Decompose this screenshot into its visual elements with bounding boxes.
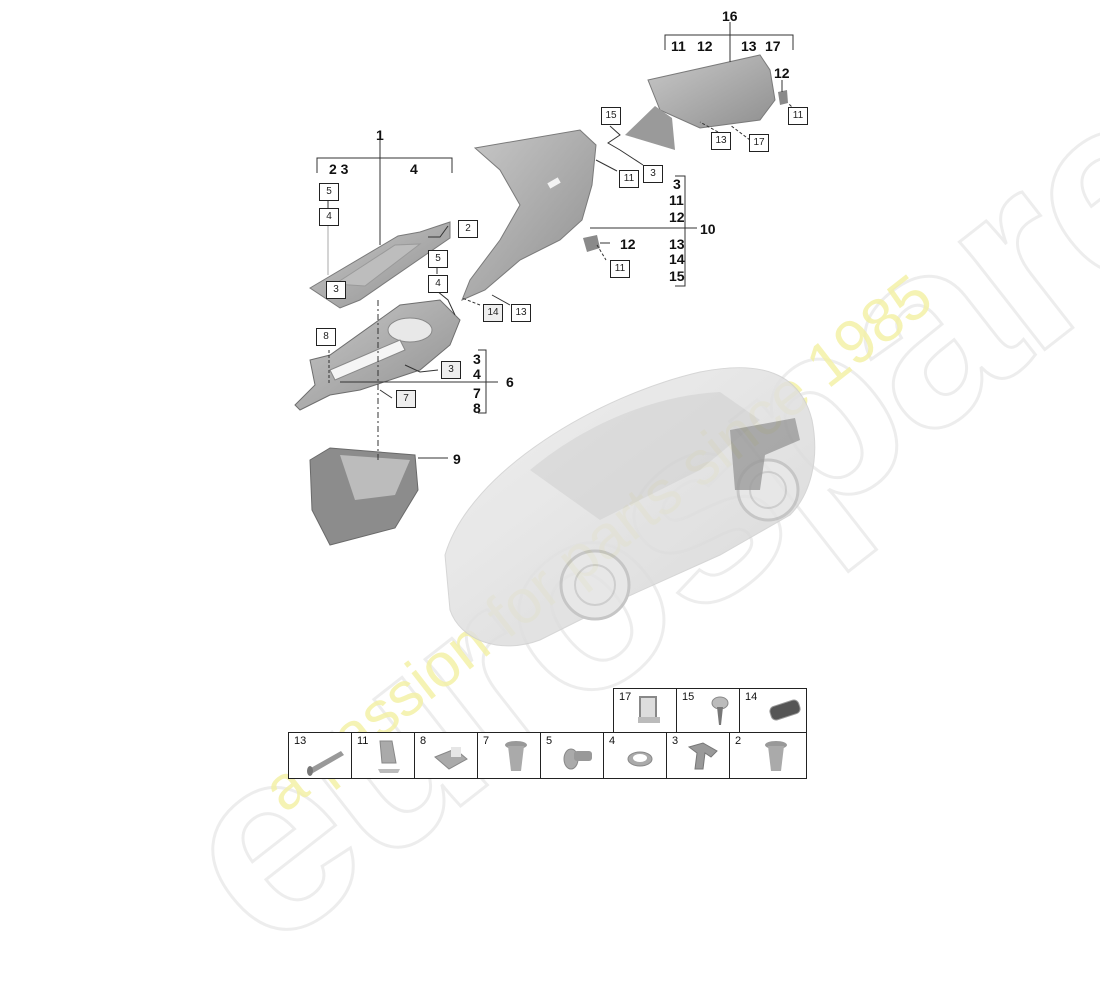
part-label-12-upper: 12 — [774, 65, 790, 81]
part-label-12-side: 12 — [620, 236, 636, 252]
spring-clip-icon — [378, 740, 400, 773]
part-6-frame — [294, 299, 461, 411]
assembly-10-sub-15: 15 — [669, 268, 685, 284]
part-16-upper-trim — [625, 54, 788, 150]
fastener-number: 5 — [546, 735, 553, 747]
fastener-cell-5: 5 — [540, 732, 604, 779]
assembly-label-1: 1 — [376, 127, 384, 143]
grommet-nut-icon — [765, 741, 787, 771]
fastener-number: 3 — [672, 735, 679, 747]
callout-5: 5 — [319, 183, 339, 201]
callout-3: 3 — [441, 361, 461, 379]
fastener-cell-4: 4 — [603, 732, 667, 779]
callout-14: 14 — [483, 304, 503, 322]
callout-13: 13 — [711, 132, 731, 150]
callout-5: 5 — [428, 250, 448, 268]
assembly-10-sub-13: 13 — [669, 236, 685, 252]
expanding-rivet-icon — [711, 696, 729, 725]
callout-17: 17 — [749, 134, 769, 152]
assembly-16-sub-17: 17 — [765, 38, 781, 54]
fastener-cell-13: 13 — [288, 732, 352, 779]
fastener-number: 15 — [682, 691, 695, 703]
assembly-6-sub-8: 8 — [473, 400, 481, 416]
fastener-number: 11 — [357, 735, 369, 747]
screw-icon — [563, 748, 592, 770]
foam-pad-icon — [769, 699, 801, 721]
assembly-10-sub-3: 3 — [673, 176, 681, 192]
fastener-cell-3: 3 — [666, 732, 730, 779]
callout-15: 15 — [601, 107, 621, 125]
assembly-label-6: 6 — [506, 374, 514, 390]
assembly-16-sub-12: 12 — [697, 38, 713, 54]
callout-2: 2 — [458, 220, 478, 238]
assembly-10-sub-11: 11 — [669, 192, 684, 208]
callout-3: 3 — [326, 281, 346, 299]
fastener-number: 17 — [619, 691, 632, 703]
fastener-number: 4 — [609, 735, 616, 747]
callout-3: 3 — [643, 165, 663, 183]
fastener-number: 14 — [745, 691, 758, 703]
assembly-label-16: 16 — [722, 8, 738, 24]
clip-bracket-icon — [638, 696, 660, 723]
fastener-cell-17: 17 — [613, 688, 677, 733]
assembly-6-sub-4: 4 — [473, 366, 481, 382]
assembly-6-sub-7: 7 — [473, 385, 481, 401]
grommet-nut-icon — [505, 741, 527, 771]
fastener-cell-11: 11 — [351, 732, 415, 779]
part-9-bin — [309, 447, 419, 546]
part-10-side-trim — [461, 129, 600, 301]
washer-icon — [627, 751, 653, 767]
callout-4: 4 — [319, 208, 339, 226]
callout-8: 8 — [316, 328, 336, 346]
assembly-label-9: 9 — [453, 451, 461, 467]
fastener-cell-7: 7 — [477, 732, 541, 779]
fastener-number: 7 — [483, 735, 490, 747]
callout-13: 13 — [511, 304, 531, 322]
car-illustration — [444, 367, 816, 647]
fastener-cell-14: 14 — [739, 688, 807, 733]
callout-11: 11 — [619, 170, 639, 188]
fastener-cell-8: 8 — [414, 732, 478, 779]
leader-lines — [316, 22, 796, 460]
callout-11: 11 — [610, 260, 630, 278]
assembly-1-sub-4: 4 — [410, 161, 418, 177]
speed-nut-icon — [434, 747, 468, 770]
fastener-cell-15: 15 — [676, 688, 740, 733]
pin-icon — [307, 751, 344, 776]
assembly-10-sub-14: 14 — [669, 251, 685, 267]
assembly-16-sub-11: 11 — [671, 38, 686, 54]
fastener-number: 8 — [420, 735, 427, 747]
fastener-number: 13 — [294, 735, 307, 747]
callout-11: 11 — [788, 107, 808, 125]
assembly-10-sub-12: 12 — [669, 209, 685, 225]
fastener-number: 2 — [735, 735, 742, 747]
assembly-label-10: 10 — [700, 221, 716, 237]
clip-icon — [687, 742, 718, 770]
callout-7: 7 — [396, 390, 416, 408]
assembly-6-sub-3: 3 — [473, 351, 481, 367]
exploded-diagram — [294, 22, 816, 647]
callout-4: 4 — [428, 275, 448, 293]
assembly-1-sub-2-3: 2 3 — [329, 161, 349, 177]
assembly-16-sub-13: 13 — [741, 38, 757, 54]
fastener-cell-2: 2 — [729, 732, 807, 779]
